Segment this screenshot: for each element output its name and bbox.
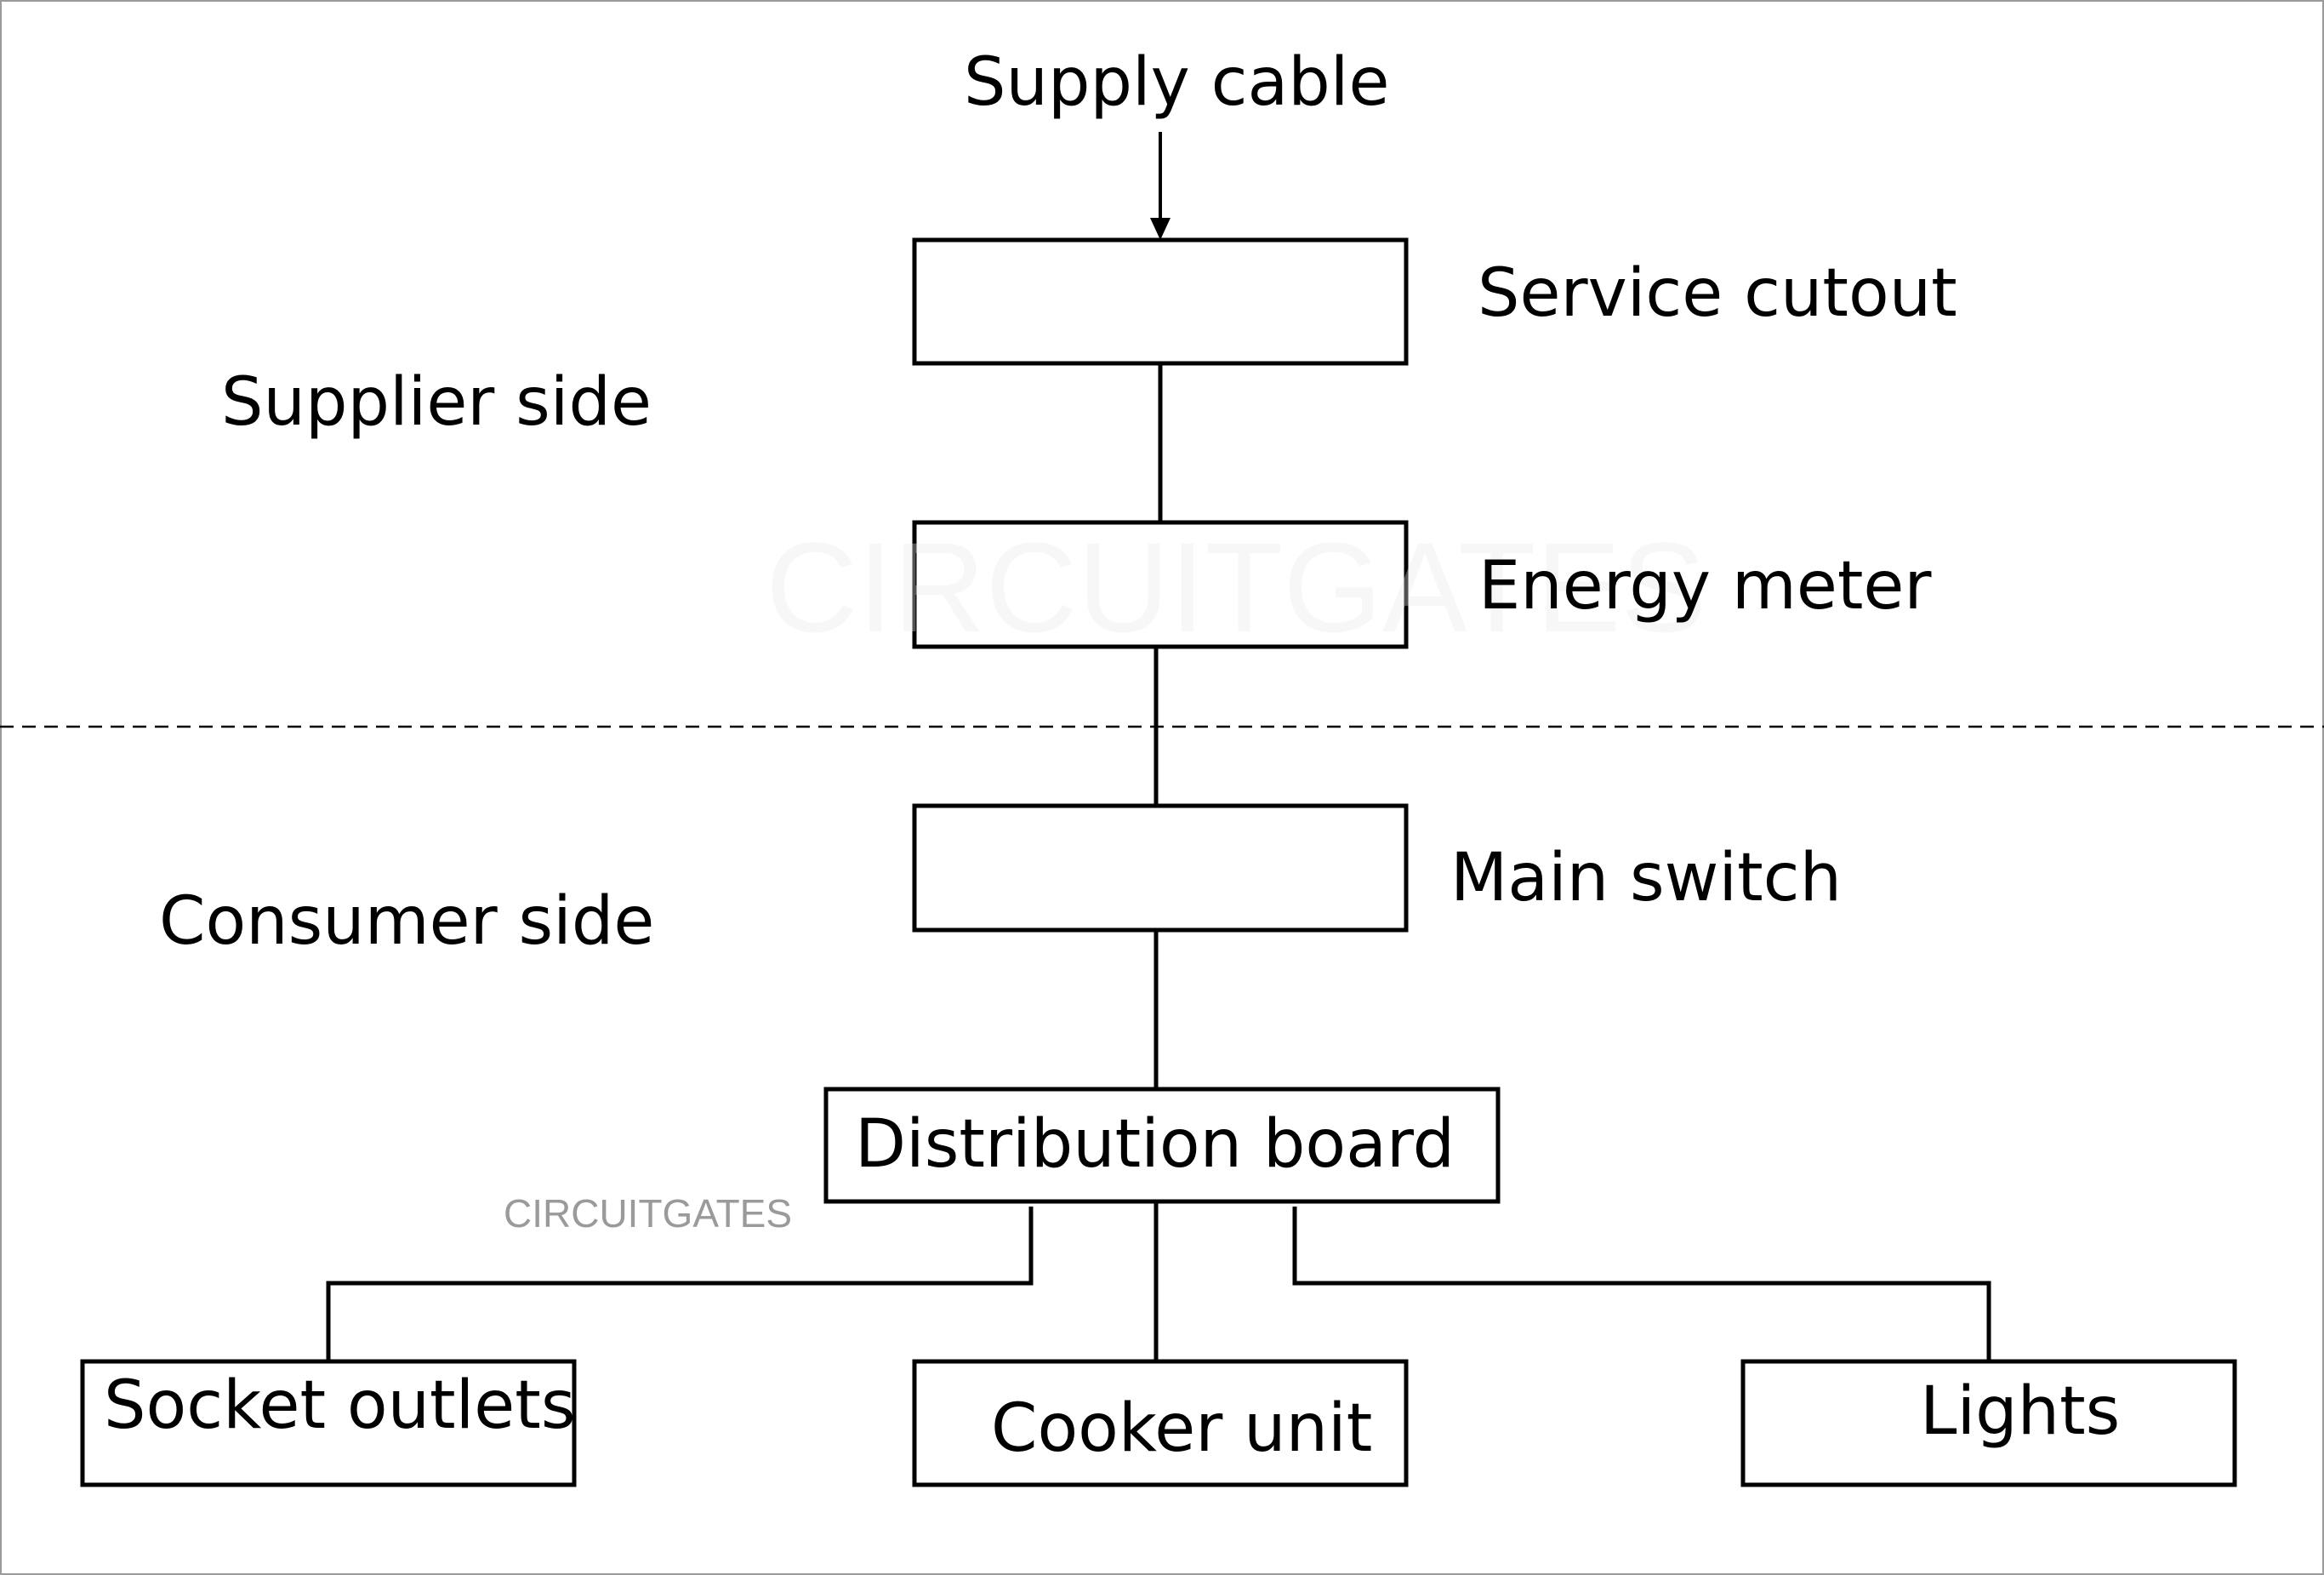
supply-cable-label: Supply cable	[964, 44, 1390, 121]
energy-meter-label: Energy meter	[1478, 548, 1932, 625]
service-cutout-label: Service cutout	[1478, 255, 1957, 332]
distribution-board-label: Distribution board	[855, 1106, 1455, 1183]
watermark-small: CIRCUITGATES	[504, 1191, 793, 1235]
socket-outlets-box	[80, 1359, 577, 1487]
main-switch-label: Main switch	[1450, 840, 1843, 916]
lights-label: Lights	[1920, 1373, 2121, 1450]
main-switch-box	[912, 803, 1409, 933]
supplier-side-label: Supplier side	[221, 364, 652, 441]
cooker-unit-box	[912, 1359, 1409, 1487]
supply-arrow-head	[1150, 218, 1171, 240]
socket-outlets-label: Socket outlets	[104, 1367, 576, 1444]
connector-board-lights	[1292, 1207, 1991, 1361]
distribution-board-box	[823, 1087, 1501, 1204]
lights-box	[1740, 1359, 2237, 1487]
service-cutout-box	[912, 237, 1409, 366]
cooker-unit-label: Cooker unit	[991, 1390, 1373, 1467]
watermark-large: CIRCUITGATES	[766, 516, 1706, 659]
consumer-side-label: Consumer side	[159, 883, 655, 960]
connector-board-sockets	[326, 1207, 1034, 1361]
